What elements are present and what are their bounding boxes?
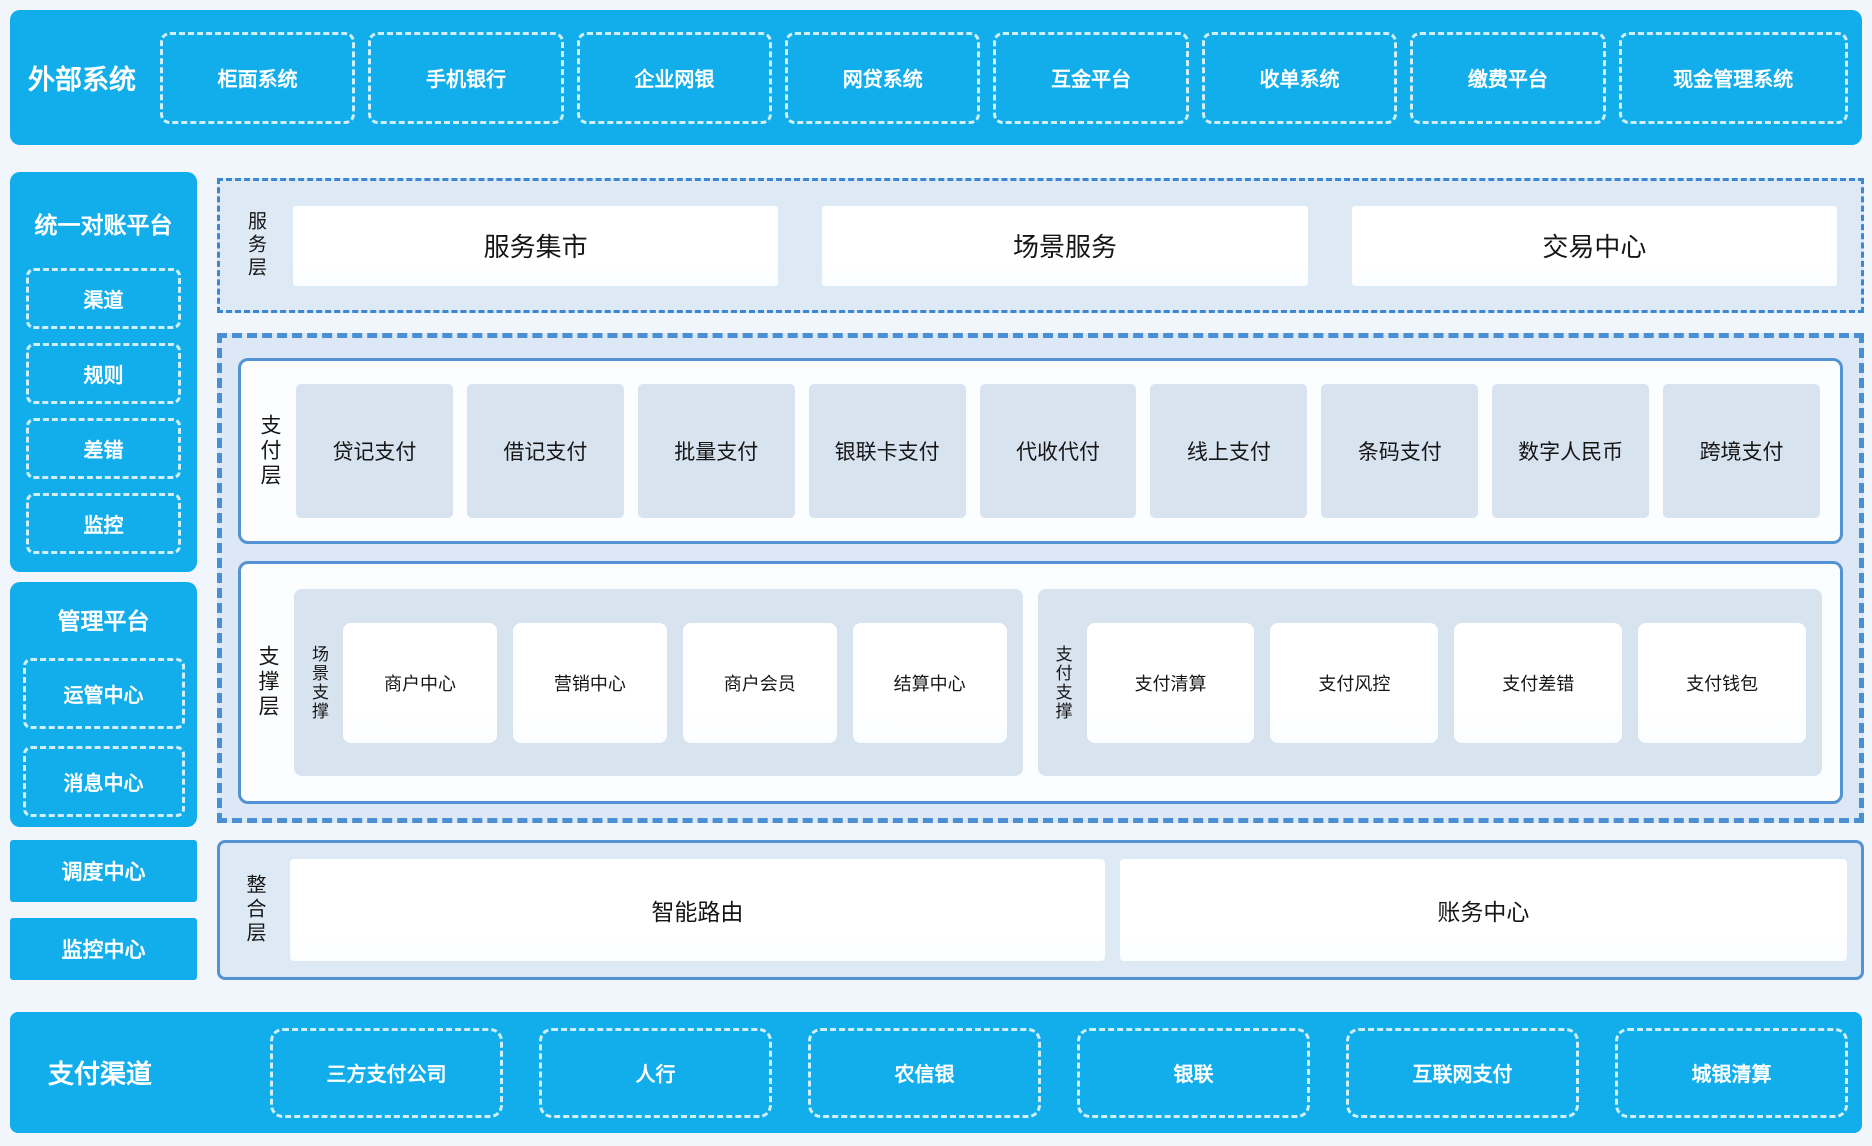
recon-node: 渠道 [26, 268, 181, 329]
service-node: 交易中心 [1351, 205, 1837, 286]
recon-node: 规则 [26, 343, 181, 404]
channel-node: 城银清算 [1615, 1027, 1849, 1118]
recon-platform-title: 统一对账平台 [34, 212, 173, 238]
integration-node: 智能路由 [290, 859, 1105, 961]
recon-platform-panel: 统一对账平台 渠道 规则 差错 监控 [10, 172, 197, 572]
payment-node: 借记支付 [466, 384, 624, 518]
core-layers-container: 支付层 贷记支付 借记支付 批量支付 银联卡支付 代收代付 线上支付 条码支付 … [217, 333, 1864, 823]
support-node: 商户会员 [682, 622, 837, 743]
payment-node: 贷记支付 [296, 384, 453, 518]
payment-layer-row: 贷记支付 借记支付 批量支付 银联卡支付 代收代付 线上支付 条码支付 数字人民… [296, 384, 1821, 518]
payment-channels-title: 支付渠道 [48, 1059, 153, 1089]
payment-channels-items: 三方支付公司 人行 农信银 银联 互联网支付 城银清算 [270, 1027, 1849, 1118]
payment-node: 银联卡支付 [808, 384, 966, 518]
payment-group-row: 支付清算 支付风控 支付差错 支付钱包 [1086, 622, 1807, 743]
scene-group-row: 商户中心 营销中心 商户会员 结算中心 [343, 622, 1007, 743]
mgmt-platform-panel: 管理平台 运管中心 消息中心 [10, 582, 197, 827]
support-group-scene: 场景支撑 商户中心 营销中心 商户会员 结算中心 [294, 589, 1023, 776]
payment-node: 代收代付 [979, 384, 1137, 518]
monitor-center-box: 监控中心 [10, 918, 197, 980]
support-node: 营销中心 [512, 622, 667, 743]
recon-node: 差错 [26, 418, 181, 479]
payment-node: 数字人民币 [1492, 384, 1650, 518]
support-node: 结算中心 [852, 622, 1007, 743]
payment-node: 批量支付 [637, 384, 795, 518]
support-node: 支付差错 [1454, 622, 1623, 743]
external-system-node: 现金管理系统 [1618, 31, 1848, 124]
service-layer-label: 服务层 [245, 211, 266, 280]
dispatch-center-box: 调度中心 [10, 840, 197, 902]
integration-node: 账务中心 [1119, 859, 1847, 961]
integration-layer-row: 智能路由 账务中心 [290, 859, 1847, 961]
support-node: 支付清算 [1086, 622, 1255, 743]
mgmt-platform-title: 管理平台 [57, 608, 150, 634]
service-layer-row: 服务集市 场景服务 交易中心 [293, 205, 1837, 286]
payment-group-label: 支付支撑 [1052, 644, 1072, 721]
payment-layer-label: 支付层 [258, 413, 281, 489]
channel-node: 三方支付公司 [270, 1027, 504, 1118]
support-layer-label: 支撑层 [256, 645, 279, 720]
external-system-node: 网贷系统 [785, 31, 981, 124]
channel-node: 人行 [539, 1027, 773, 1118]
external-system-node: 企业网银 [576, 31, 773, 124]
support-group-payment: 支付支撑 支付清算 支付风控 支付差错 支付钱包 [1037, 589, 1822, 776]
recon-platform-items: 渠道 规则 差错 监控 [26, 268, 181, 554]
support-layer-section: 支撑层 场景支撑 商户中心 营销中心 商户会员 结算中心 支付支撑 支付清算 支… [238, 561, 1843, 804]
external-systems-title: 外部系统 [28, 65, 136, 95]
integration-layer-label: 整合层 [243, 874, 265, 946]
scene-group-label: 场景支撑 [309, 644, 328, 721]
service-layer-section: 服务层 服务集市 场景服务 交易中心 [217, 178, 1864, 313]
external-system-node: 缴费平台 [1410, 31, 1606, 124]
service-node: 服务集市 [293, 205, 779, 286]
support-node: 支付风控 [1270, 622, 1439, 743]
integration-layer-section: 整合层 智能路由 账务中心 [217, 840, 1864, 980]
recon-node: 监控 [26, 493, 181, 554]
payment-channels-banner: 支付渠道 三方支付公司 人行 农信银 银联 互联网支付 城银清算 [10, 1012, 1862, 1133]
external-system-node: 互金平台 [993, 31, 1189, 124]
external-system-node: 手机银行 [368, 31, 564, 124]
external-systems-banner: 外部系统 柜面系统 手机银行 企业网银 网贷系统 互金平台 收单系统 缴费平台 … [10, 10, 1862, 145]
channel-node: 农信银 [808, 1027, 1042, 1118]
support-layer-groups: 场景支撑 商户中心 营销中心 商户会员 结算中心 支付支撑 支付清算 支付风控 … [294, 589, 1822, 776]
external-systems-items: 柜面系统 手机银行 企业网银 网贷系统 互金平台 收单系统 缴费平台 现金管理系… [160, 31, 1848, 124]
support-node: 商户中心 [343, 622, 497, 743]
channel-node: 银联 [1077, 1027, 1311, 1118]
mgmt-node: 运管中心 [22, 658, 185, 729]
support-node: 支付钱包 [1638, 622, 1807, 743]
service-node: 场景服务 [822, 205, 1308, 286]
payment-node: 条码支付 [1321, 384, 1479, 518]
payment-layer-section: 支付层 贷记支付 借记支付 批量支付 银联卡支付 代收代付 线上支付 条码支付 … [238, 358, 1843, 544]
external-system-node: 柜面系统 [160, 31, 356, 124]
mgmt-platform-items: 运管中心 消息中心 [22, 658, 185, 817]
payment-node: 线上支付 [1150, 384, 1308, 518]
external-system-node: 收单系统 [1201, 31, 1398, 124]
mgmt-node: 消息中心 [22, 746, 185, 817]
channel-node: 互联网支付 [1346, 1027, 1580, 1118]
payment-node: 跨境支付 [1663, 384, 1821, 518]
